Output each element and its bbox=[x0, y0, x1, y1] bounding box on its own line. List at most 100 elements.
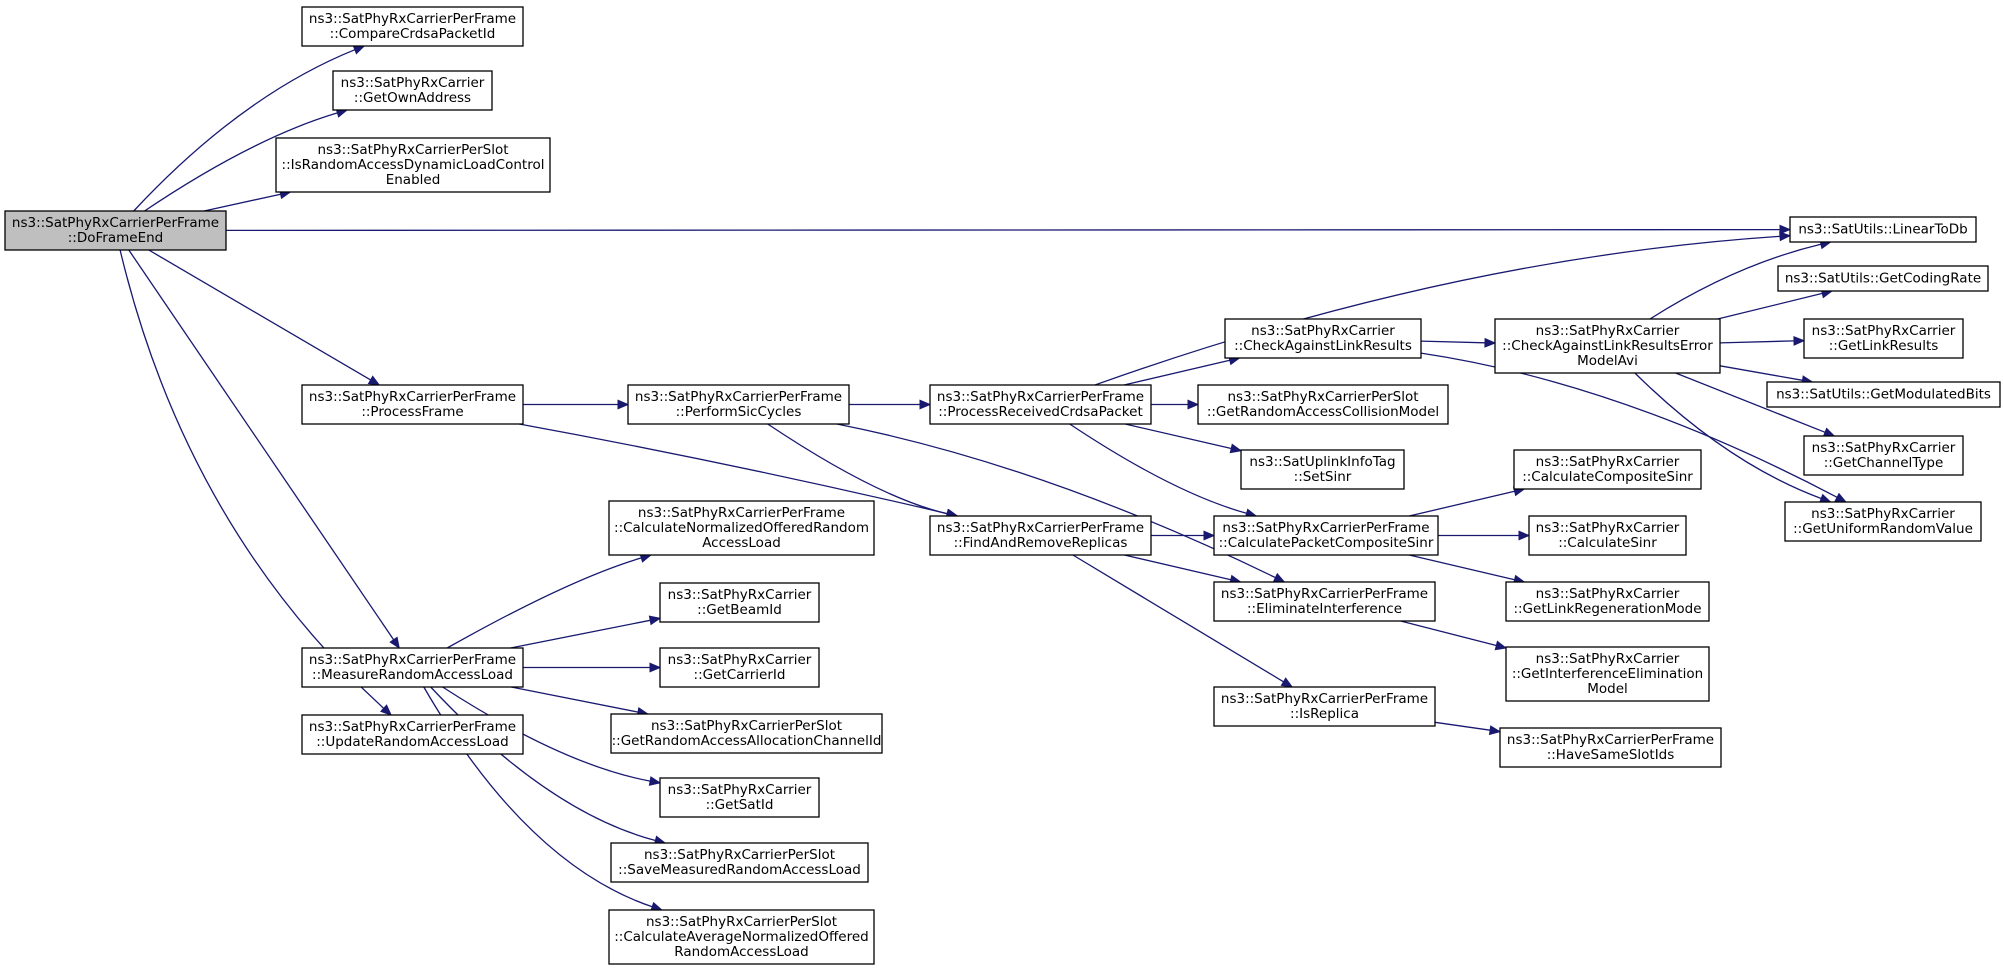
node-measurera[interactable]: ns3::SatPhyRxCarrierPerFrame::MeasureRan… bbox=[301, 647, 524, 688]
node-box[interactable] bbox=[4, 210, 227, 251]
node-box[interactable] bbox=[301, 6, 524, 47]
node-performsic[interactable]: ns3::SatPhyRxCarrierPerFrame::PerformSic… bbox=[627, 384, 850, 425]
node-label: ns3::SatUtils::LinearToDb bbox=[1798, 222, 1967, 238]
node-getchanneltype[interactable]: ns3::SatPhyRxCarrier::GetChannelType bbox=[1803, 435, 1964, 476]
node-box[interactable] bbox=[929, 515, 1152, 556]
node-checklinkresults[interactable]: ns3::SatPhyRxCarrier::CheckAgainstLinkRe… bbox=[1224, 318, 1422, 359]
node-label: ::GetLinkRegenerationMode bbox=[1513, 601, 1701, 617]
node-box[interactable] bbox=[1528, 515, 1687, 556]
node-calccompositesinr[interactable]: ns3::SatPhyRxCarrier::CalculateComposite… bbox=[1513, 449, 1702, 490]
node-israndomaccessdlc[interactable]: ns3::SatPhyRxCarrierPerSlot::IsRandomAcc… bbox=[275, 137, 551, 193]
node-updatera[interactable]: ns3::SatPhyRxCarrierPerFrame::UpdateRand… bbox=[301, 714, 524, 755]
node-doframeend[interactable]: ns3::SatPhyRxCarrierPerFrame::DoFrameEnd bbox=[4, 210, 227, 251]
edge-doframeend-to-comparecrdsa bbox=[133, 49, 356, 212]
node-box[interactable] bbox=[301, 647, 524, 688]
node-box[interactable] bbox=[929, 384, 1152, 425]
node-box[interactable] bbox=[627, 384, 850, 425]
node-getuniformrandom[interactable]: ns3::SatPhyRxCarrier::GetUniformRandomVa… bbox=[1784, 501, 1982, 542]
node-box[interactable] bbox=[301, 714, 524, 755]
node-label: RandomAccessLoad bbox=[674, 944, 809, 960]
node-label: ns3::SatPhyRxCarrierPerFrame bbox=[309, 719, 516, 735]
node-comparecrdsa[interactable]: ns3::SatPhyRxCarrierPerFrame::CompareCrd… bbox=[301, 6, 524, 47]
node-box[interactable] bbox=[301, 384, 524, 425]
nodes-layer: ns3::SatPhyRxCarrierPerFrame::DoFrameEnd… bbox=[4, 6, 2001, 965]
node-calcavgnormofferedra[interactable]: ns3::SatPhyRxCarrierPerSlot::CalculateAv… bbox=[608, 909, 875, 965]
node-box[interactable] bbox=[610, 842, 869, 883]
node-box[interactable] bbox=[610, 713, 883, 754]
node-box[interactable] bbox=[608, 500, 875, 556]
node-box[interactable] bbox=[1240, 449, 1405, 490]
edge-measurera-to-getraallocchannel bbox=[511, 686, 639, 713]
node-box[interactable] bbox=[1789, 216, 1977, 243]
edge-doframeend-to-israndomaccessdlc bbox=[203, 193, 281, 212]
node-getlinkregen[interactable]: ns3::SatPhyRxCarrier::GetLinkRegeneratio… bbox=[1505, 581, 1710, 622]
node-box[interactable] bbox=[1499, 727, 1722, 768]
node-box[interactable] bbox=[1803, 435, 1964, 476]
node-lineartodb[interactable]: ns3::SatUtils::LinearToDb bbox=[1789, 216, 1977, 243]
edge-findremovereplicas-to-isreplica bbox=[1072, 554, 1284, 683]
node-getraallocchannel[interactable]: ns3::SatPhyRxCarrierPerSlot::GetRandomAc… bbox=[610, 713, 883, 754]
node-box[interactable] bbox=[1494, 318, 1721, 374]
node-calcpacketcompositesinr[interactable]: ns3::SatPhyRxCarrierPerFrame::CalculateP… bbox=[1213, 515, 1439, 556]
node-label: ::GetInterferenceElimination bbox=[1512, 666, 1703, 682]
node-box[interactable] bbox=[332, 70, 493, 111]
arrowhead-doframeend-to-updatera bbox=[380, 704, 393, 716]
node-checklinkresultsavi[interactable]: ns3::SatPhyRxCarrier::CheckAgainstLinkRe… bbox=[1494, 318, 1721, 374]
node-box[interactable] bbox=[275, 137, 551, 193]
node-calcsinr[interactable]: ns3::SatPhyRxCarrier::CalculateSinr bbox=[1528, 515, 1687, 556]
node-setsinr[interactable]: ns3::SatUplinkInfoTag::SetSinr bbox=[1240, 449, 1405, 490]
arrowhead-performsic-to-eliminateinterference bbox=[1272, 572, 1286, 583]
node-label: ns3::SatPhyRxCarrier bbox=[668, 782, 812, 798]
node-label: ns3::SatPhyRxCarrier bbox=[1811, 506, 1955, 522]
node-findremovereplicas[interactable]: ns3::SatPhyRxCarrierPerFrame::FindAndRem… bbox=[929, 515, 1152, 556]
node-label: ns3::SatUtils::GetModulatedBits bbox=[1776, 387, 1991, 403]
node-processcrdsa[interactable]: ns3::SatPhyRxCarrierPerFrame::ProcessRec… bbox=[929, 384, 1152, 425]
edge-doframeend-to-processframe bbox=[148, 249, 371, 381]
node-getlinkresults[interactable]: ns3::SatPhyRxCarrier::GetLinkResults bbox=[1803, 318, 1964, 359]
node-box[interactable] bbox=[659, 582, 820, 623]
node-box[interactable] bbox=[1766, 381, 2001, 408]
node-box[interactable] bbox=[1224, 318, 1422, 359]
node-label: ns3::SatPhyRxCarrier bbox=[1536, 323, 1680, 339]
node-getracollision[interactable]: ns3::SatPhyRxCarrierPerSlot::GetRandomAc… bbox=[1197, 384, 1449, 425]
edge-calcpacketcompositesinr-to-getlinkregen bbox=[1409, 554, 1515, 581]
node-getsatid[interactable]: ns3::SatPhyRxCarrier::GetSatId bbox=[659, 777, 820, 818]
arrowhead-eliminateinterference-to-getinterferenceelim bbox=[1494, 640, 1508, 651]
node-box[interactable] bbox=[1505, 581, 1710, 622]
node-processframe[interactable]: ns3::SatPhyRxCarrierPerFrame::ProcessFra… bbox=[301, 384, 524, 425]
node-getcodingrate[interactable]: ns3::SatUtils::GetCodingRate bbox=[1777, 265, 1989, 292]
edge-checklinkresultsavi-to-getlinkresults bbox=[1719, 340, 1795, 344]
node-isreplica[interactable]: ns3::SatPhyRxCarrierPerFrame::IsReplica bbox=[1213, 686, 1436, 727]
node-box[interactable] bbox=[1213, 515, 1439, 556]
node-box[interactable] bbox=[659, 647, 820, 688]
node-label: ns3::SatPhyRxCarrierPerFrame bbox=[12, 215, 219, 231]
node-box[interactable] bbox=[1513, 449, 1702, 490]
node-havesameslotids[interactable]: ns3::SatPhyRxCarrierPerFrame::HaveSameSl… bbox=[1499, 727, 1722, 768]
node-getbeamid[interactable]: ns3::SatPhyRxCarrier::GetBeamId bbox=[659, 582, 820, 623]
node-label: ns3::SatPhyRxCarrier bbox=[1812, 440, 1956, 456]
arrowhead-processcrdsa-to-setsinr bbox=[1229, 443, 1243, 454]
arrowhead-processcrdsa-to-getracollision bbox=[1187, 399, 1200, 410]
node-box[interactable] bbox=[608, 909, 875, 965]
node-getownaddress[interactable]: ns3::SatPhyRxCarrier::GetOwnAddress bbox=[332, 70, 493, 111]
node-box[interactable] bbox=[1784, 501, 1982, 542]
node-box[interactable] bbox=[1777, 265, 1989, 292]
node-box[interactable] bbox=[1213, 686, 1436, 727]
node-box[interactable] bbox=[1803, 318, 1964, 359]
edge-doframeend-to-getownaddress bbox=[144, 112, 338, 212]
node-getinterferenceelim[interactable]: ns3::SatPhyRxCarrier::GetInterferenceEli… bbox=[1505, 646, 1710, 702]
node-savemeasuredra[interactable]: ns3::SatPhyRxCarrierPerSlot::SaveMeasure… bbox=[610, 842, 869, 883]
node-box[interactable] bbox=[1197, 384, 1449, 425]
node-label: ns3::SatPhyRxCarrier bbox=[668, 652, 812, 668]
node-calcnormofferedra[interactable]: ns3::SatPhyRxCarrierPerFrame::CalculateN… bbox=[608, 500, 875, 556]
node-box[interactable] bbox=[1505, 646, 1710, 702]
node-box[interactable] bbox=[659, 777, 820, 818]
node-box[interactable] bbox=[1213, 581, 1436, 622]
node-label: ::CheckAgainstLinkResults bbox=[1234, 338, 1412, 354]
node-eliminateinterference[interactable]: ns3::SatPhyRxCarrierPerFrame::EliminateI… bbox=[1213, 581, 1436, 622]
node-label: ::GetBeamId bbox=[697, 602, 782, 618]
node-label: ns3::SatPhyRxCarrier bbox=[1536, 520, 1680, 536]
node-getcarrierid[interactable]: ns3::SatPhyRxCarrier::GetCarrierId bbox=[659, 647, 820, 688]
node-getmodulatedbits[interactable]: ns3::SatUtils::GetModulatedBits bbox=[1766, 381, 2001, 408]
node-label: ns3::SatPhyRxCarrierPerFrame bbox=[638, 505, 845, 521]
